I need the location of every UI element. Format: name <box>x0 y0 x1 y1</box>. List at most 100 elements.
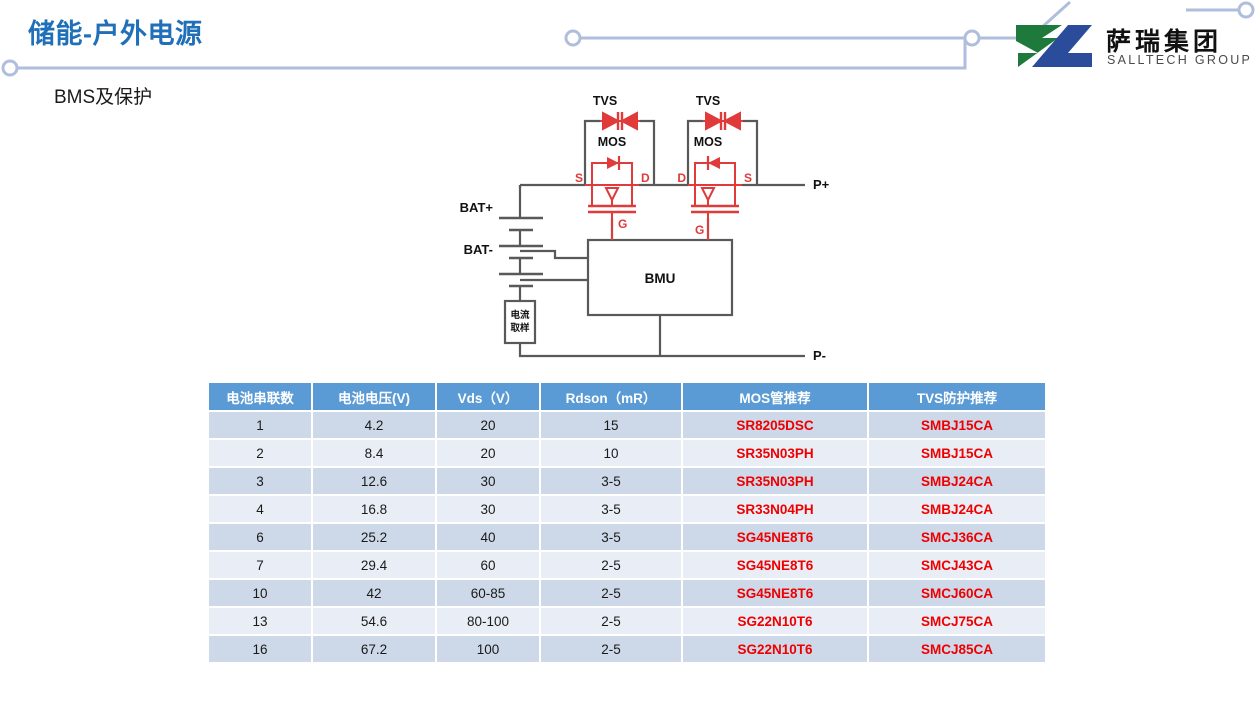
table-cell: 67.2 <box>311 635 437 664</box>
label-mos-right-gate: G <box>695 223 704 237</box>
table-cell: 60 <box>435 551 541 580</box>
label-battery-negative: BAT- <box>464 242 493 257</box>
label-tvs-left: TVS <box>593 94 617 108</box>
table-cell: 60-85 <box>435 579 541 608</box>
company-logo: 萨瑞集团 SALLTECH GROUP <box>1012 22 1250 72</box>
column-header-series-count: 电池串联数 <box>207 383 313 412</box>
mosfet-right <box>688 156 742 240</box>
table-cell: 30 <box>435 495 541 524</box>
label-bmu: BMU <box>645 271 676 286</box>
table-cell: SMCJ85CA <box>867 635 1047 664</box>
label-pack-positive: P+ <box>813 177 830 192</box>
deco-node-right <box>963 29 981 47</box>
table-cell: SG22N10T6 <box>681 607 869 636</box>
label-pack-negative: P- <box>813 348 826 363</box>
tvs-diode-right <box>703 111 743 131</box>
table-cell: SMBJ15CA <box>867 411 1047 440</box>
table-cell: 16 <box>207 635 313 664</box>
table-cell: 15 <box>539 411 683 440</box>
table-cell: 1 <box>207 411 313 440</box>
label-mos-right: MOS <box>694 135 722 149</box>
table-cell: SMBJ24CA <box>867 495 1047 524</box>
table-cell: SG45NE8T6 <box>681 523 869 552</box>
table-cell: 2-5 <box>539 551 683 580</box>
table-cell: SG45NE8T6 <box>681 551 869 580</box>
mos-tvs-selection-table: 电池串联数 电池电压(V) Vds（V） Rdson（mR） MOS管推荐 TV… <box>207 383 1047 664</box>
logo-chinese-name: 萨瑞集团 <box>1106 28 1223 56</box>
bms-protection-circuit: TVS TVS MOS MOS S D G D S G BAT+ BAT- 电流… <box>460 94 830 363</box>
column-header-rdson: Rdson（mR） <box>539 383 683 412</box>
table-cell: 10 <box>539 439 683 468</box>
table-cell: SG22N10T6 <box>681 635 869 664</box>
table-cell: 4.2 <box>311 411 437 440</box>
table-cell: 13 <box>207 607 313 636</box>
table-cell: 2 <box>207 439 313 468</box>
label-tvs-right: TVS <box>696 94 720 108</box>
table-cell: 40 <box>435 523 541 552</box>
table-cell: SMCJ36CA <box>867 523 1047 552</box>
table-cell: 3-5 <box>539 523 683 552</box>
table-cell: 42 <box>311 579 437 608</box>
column-header-mos-recommend: MOS管推荐 <box>681 383 869 412</box>
table-cell: 80-100 <box>435 607 541 636</box>
deco-node-topright <box>1237 1 1255 19</box>
table-cell: SG45NE8T6 <box>681 579 869 608</box>
label-mos-right-source: S <box>744 171 752 185</box>
table-cell: 8.4 <box>311 439 437 468</box>
table-cell: SR35N03PH <box>681 467 869 496</box>
table-cell: 20 <box>435 411 541 440</box>
table-cell: 10 <box>207 579 313 608</box>
table-cell: 4 <box>207 495 313 524</box>
column-header-battery-voltage: 电池电压(V) <box>311 383 437 412</box>
deco-node-mid <box>564 29 582 47</box>
table-header-row: 电池串联数 电池电压(V) Vds（V） Rdson（mR） MOS管推荐 TV… <box>207 383 1047 412</box>
table-cell: 100 <box>435 635 541 664</box>
table-cell: SMCJ43CA <box>867 551 1047 580</box>
table-cell: 6 <box>207 523 313 552</box>
table-cell: SMCJ60CA <box>867 579 1047 608</box>
table-cell: 20 <box>435 439 541 468</box>
table-cell: SMBJ24CA <box>867 467 1047 496</box>
table-cell: 3 <box>207 467 313 496</box>
table-cell: 3-5 <box>539 467 683 496</box>
mosfet-left <box>585 156 639 240</box>
table-cell: 7 <box>207 551 313 580</box>
table-cell: 16.8 <box>311 495 437 524</box>
table-cell: SMBJ15CA <box>867 439 1047 468</box>
label-mos-left-gate: G <box>618 217 627 231</box>
label-shunt-line2: 取样 <box>510 322 530 334</box>
table-cell: 29.4 <box>311 551 437 580</box>
table-cell: 2-5 <box>539 635 683 664</box>
table-cell: SR8205DSC <box>681 411 869 440</box>
table-cell: 54.6 <box>311 607 437 636</box>
deco-node-left <box>1 59 19 77</box>
label-mos-right-drain: D <box>677 171 686 185</box>
label-battery-positive: BAT+ <box>460 200 494 215</box>
table-cell: 12.6 <box>311 467 437 496</box>
tvs-diode-left <box>600 111 640 131</box>
column-header-vds: Vds（V） <box>435 383 541 412</box>
salltech-logo-icon <box>1016 25 1092 67</box>
table-cell: SR33N04PH <box>681 495 869 524</box>
table-cell: 2-5 <box>539 607 683 636</box>
label-shunt-line1: 电流 <box>510 309 530 321</box>
table-cell: 30 <box>435 467 541 496</box>
table-cell: 25.2 <box>311 523 437 552</box>
label-mos-left-source: S <box>575 171 583 185</box>
column-header-tvs-recommend: TVS防护推荐 <box>867 383 1047 412</box>
page-subtitle: BMS及保护 <box>54 87 153 108</box>
table-cell: SR35N03PH <box>681 439 869 468</box>
logo-english-name: SALLTECH GROUP <box>1107 53 1253 67</box>
table-cell: 3-5 <box>539 495 683 524</box>
